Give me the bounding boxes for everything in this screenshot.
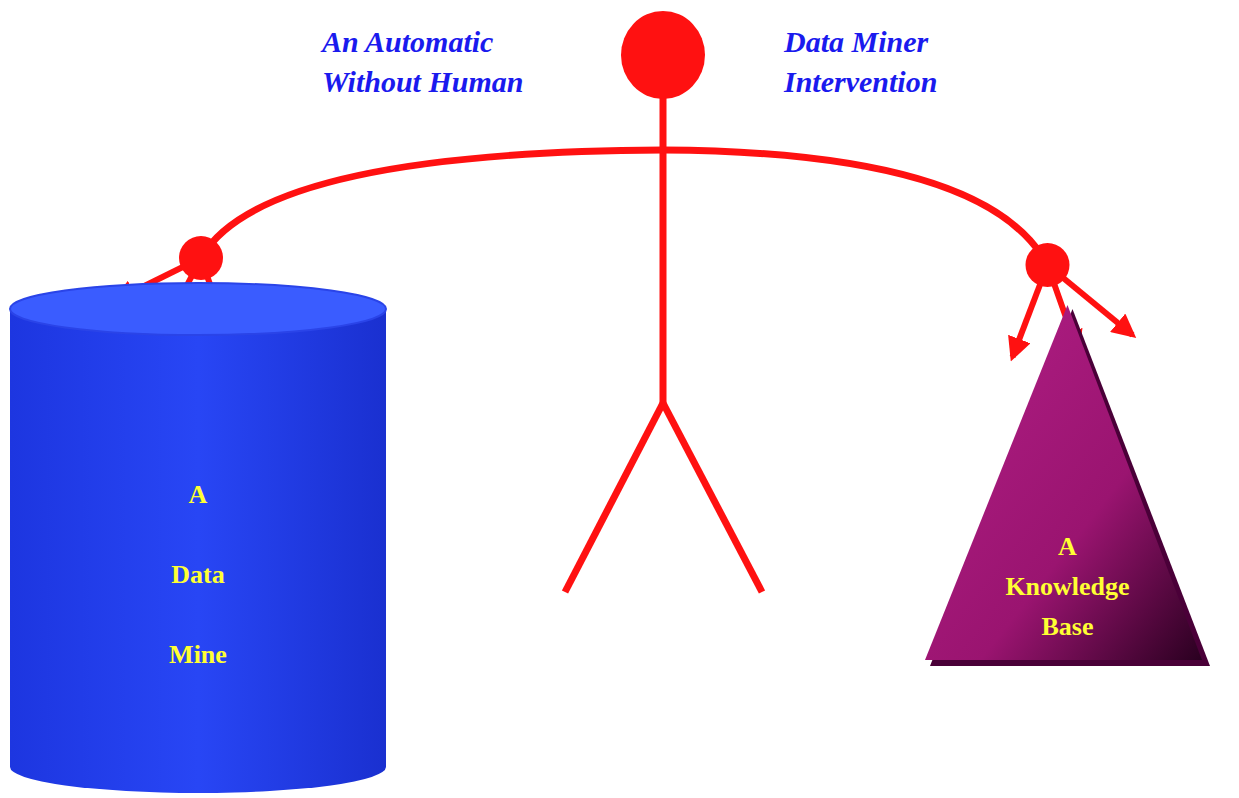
- data-mine-cylinder: A Data Mine: [10, 283, 386, 793]
- knowledge-base-triangle: A Knowledge Base: [925, 305, 1210, 670]
- caption-label: An Automatic Without Human: [322, 22, 584, 102]
- node-text: A Data Mine: [10, 455, 386, 695]
- caption-label: Data Miner Intervention: [784, 22, 999, 102]
- cylinder-outline: [10, 283, 386, 793]
- node-text: A Knowledge Base: [925, 527, 1210, 647]
